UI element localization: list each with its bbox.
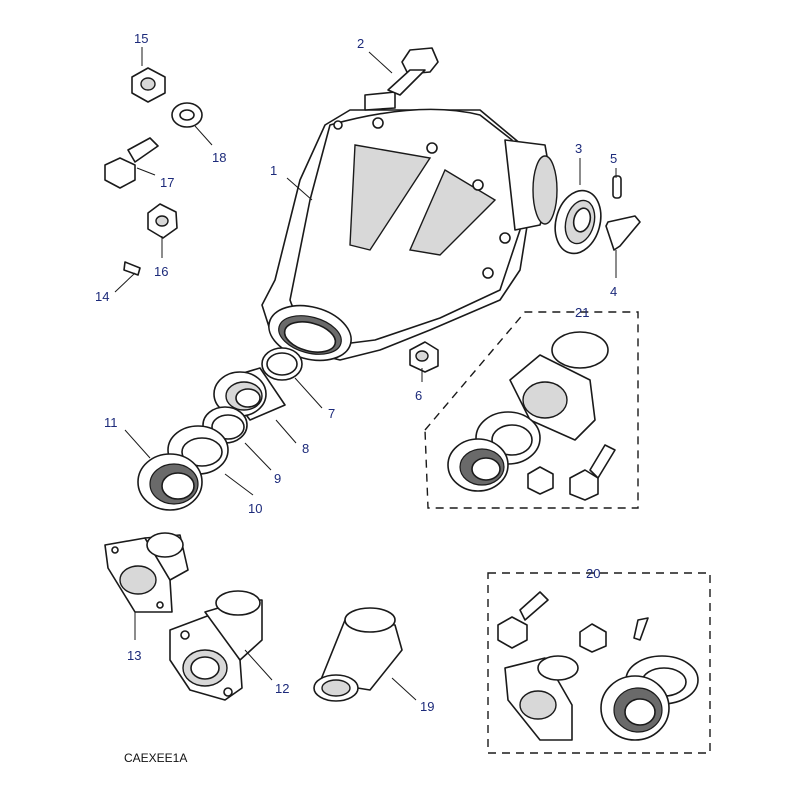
callout-11: 11 [104,415,118,430]
callout-13: 13 [127,648,141,663]
differential-housing [261,91,558,362]
flange-bolt [104,137,159,189]
oil-seal [137,453,203,511]
callout-19: 19 [420,699,434,714]
callout-5: 5 [610,151,617,166]
housing-nut [409,341,439,373]
callout-1: 1 [270,163,277,178]
taper-bearing [213,367,286,421]
lock-nut [147,203,178,239]
locking-bracket [605,215,641,251]
castellated-nut [131,67,166,103]
callout-18: 18 [212,150,226,165]
pinion-gear [554,189,602,255]
leader-lines [114,47,617,701]
callout-4: 4 [610,284,617,299]
callout-21: 21 [575,305,589,320]
callout-14: 14 [95,289,109,304]
callout-9: 9 [274,471,281,486]
diagram-reference-code: CAEXEE1A [124,751,187,765]
o-ring-seal [261,347,303,381]
housing-bolt [387,47,439,96]
flange-plate [104,532,189,613]
kit-20-group [487,572,711,754]
flat-washer [171,102,203,128]
callout-12: 12 [275,681,289,696]
callout-15: 15 [134,31,148,46]
small-split-pin [123,261,141,276]
callout-8: 8 [302,441,309,456]
callout-20: 20 [586,566,600,581]
callout-6: 6 [415,388,422,403]
callout-3: 3 [575,141,582,156]
split-pin [612,175,622,199]
kit-21-group [424,311,639,509]
callout-17: 17 [160,175,174,190]
callout-labels: 1 2 3 5 4 6 7 8 9 10 11 12 13 14 15 16 1… [95,31,617,765]
callout-7: 7 [328,406,335,421]
callout-10: 10 [248,501,262,516]
callout-2: 2 [357,36,364,51]
flange-housing [169,590,263,701]
callout-16: 16 [154,264,168,279]
bearing-sleeve [313,607,403,702]
